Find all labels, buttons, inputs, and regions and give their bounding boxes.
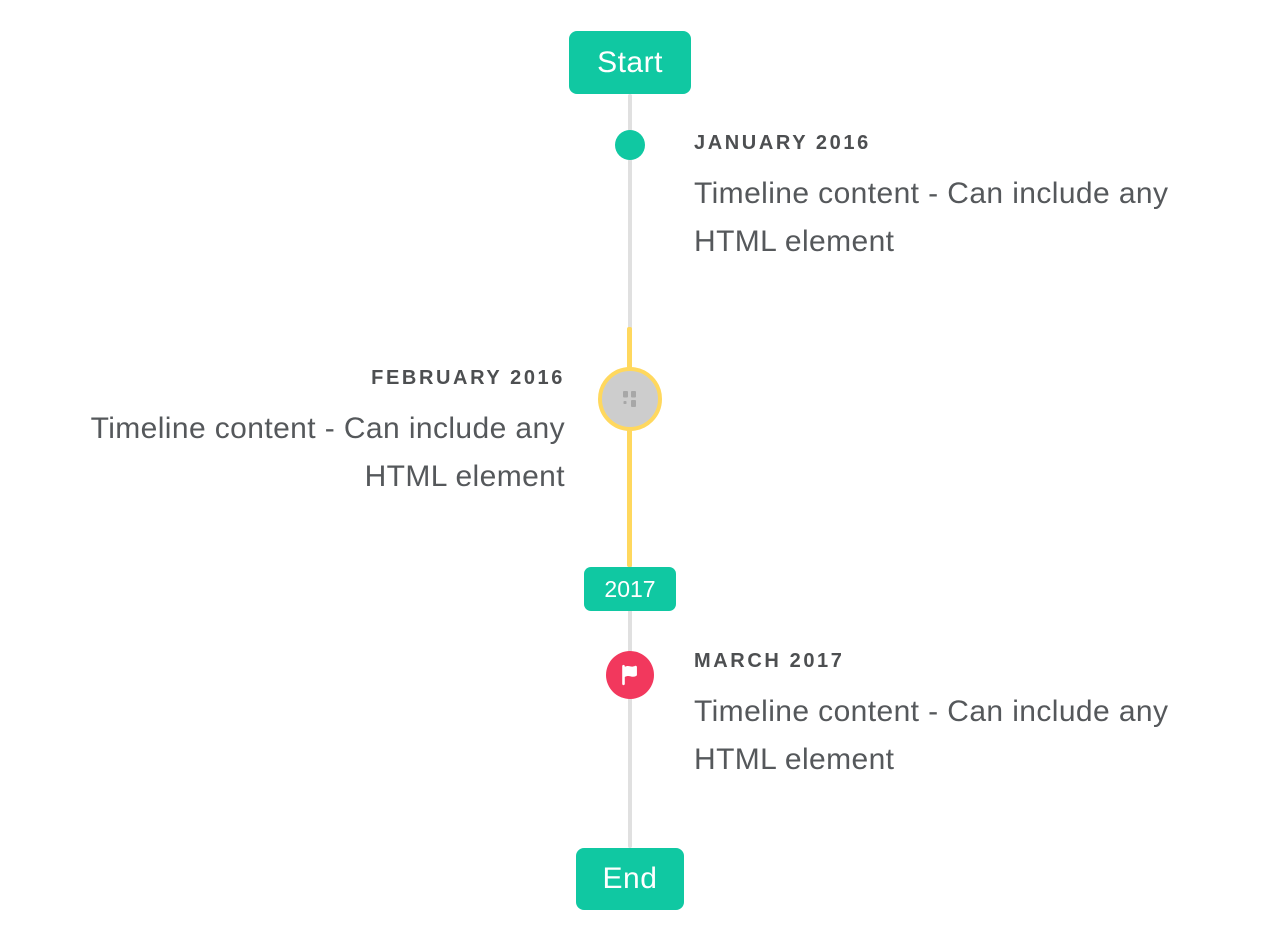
timeline-year-badge: 2017 [584, 567, 676, 611]
timeline-year-label: 2017 [604, 575, 656, 602]
event-body: Timeline content - Can include any HTML … [694, 695, 1169, 776]
event-body: Timeline content - Can include any HTML … [90, 412, 565, 493]
event-body: Timeline content - Can include any HTML … [694, 177, 1169, 258]
timeline-end-badge: End [576, 848, 684, 910]
event-march-2017: MARCH 2017 Timeline content - Can includ… [694, 648, 1234, 784]
timeline-start-badge: Start [569, 31, 691, 94]
timeline-end-label: End [602, 862, 658, 895]
timeline-line-highlight [627, 327, 632, 567]
marker-photo-february [598, 367, 662, 431]
marker-flag-march [606, 651, 654, 699]
event-title: JANUARY 2016 [694, 132, 871, 154]
timeline-start-label: Start [597, 45, 663, 79]
event-february-2016: FEBRUARY 2016 Timeline content - Can inc… [25, 365, 565, 501]
broken-image-icon [620, 389, 640, 409]
event-january-2016: JANUARY 2016 Timeline content - Can incl… [694, 130, 1234, 266]
marker-dot-january [615, 130, 645, 160]
event-title: MARCH 2017 [694, 650, 845, 672]
flag-icon [617, 662, 643, 688]
event-title: FEBRUARY 2016 [371, 367, 565, 389]
